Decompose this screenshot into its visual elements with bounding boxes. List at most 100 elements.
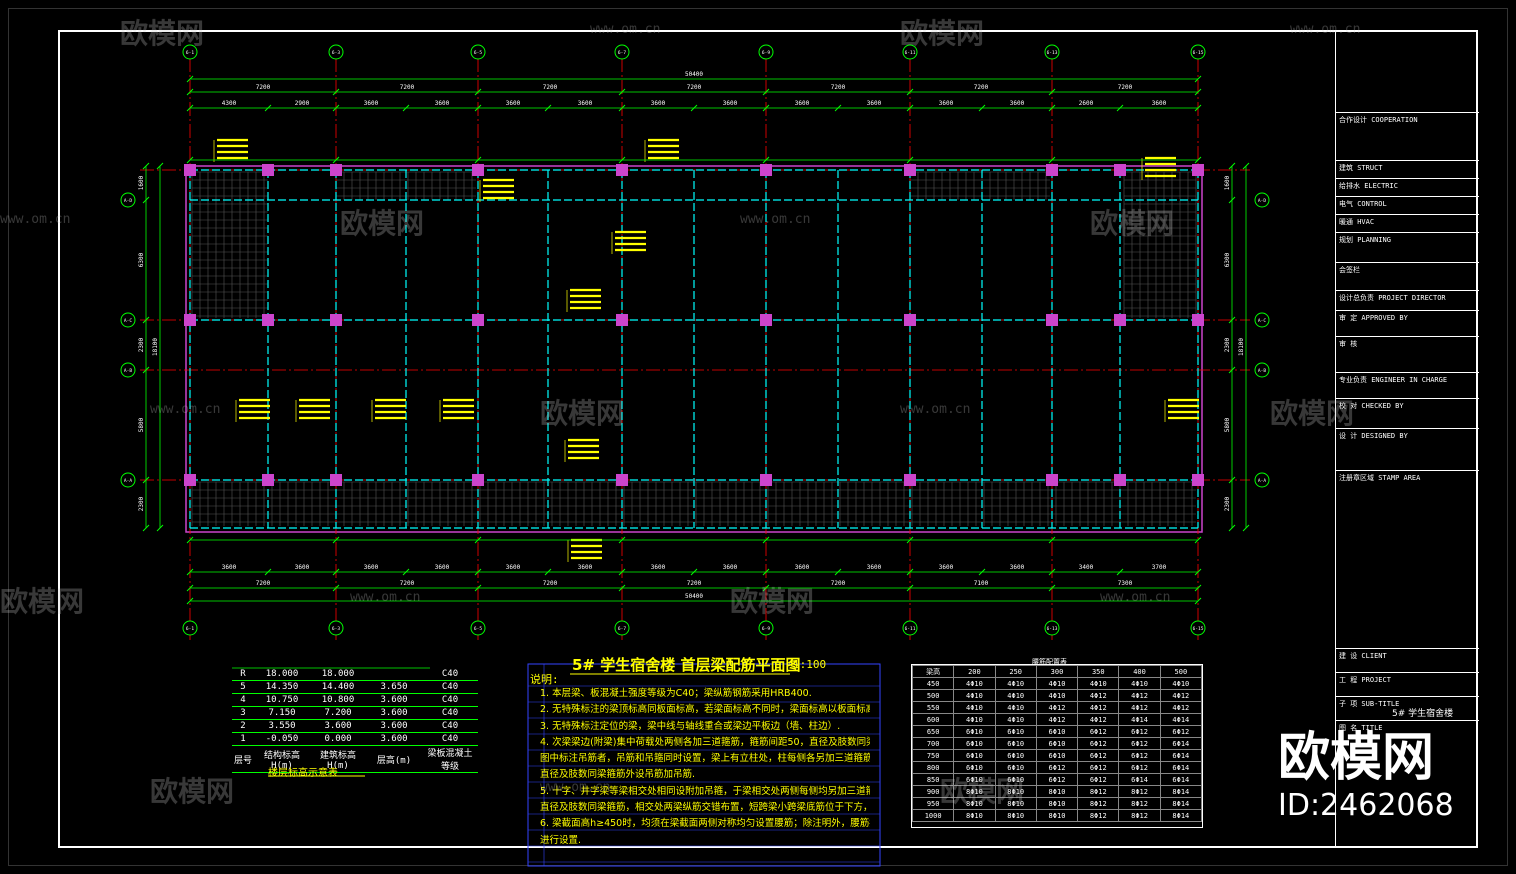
dimension-left-span: 2300 (138, 337, 145, 352)
dimension-tick (186, 536, 194, 544)
level-cell: 0.000 (310, 732, 366, 746)
axis-bubble (1254, 192, 1270, 208)
rebar-cell: 4Φ10 (953, 677, 996, 690)
watermark-url: www.om.cn (740, 212, 811, 227)
rebar-cell: 350 (1077, 665, 1120, 678)
title-block-label: 暖通 HVAC (1339, 218, 1375, 226)
column (330, 474, 342, 486)
level-cell: 18.000 (254, 668, 310, 681)
axis-bubble (758, 620, 774, 636)
rebar-cell: 4Φ12 (1118, 701, 1161, 714)
level-cell: 3.600 (366, 732, 422, 746)
dimension-tick (834, 568, 842, 576)
watermark-url: www.om.cn (150, 402, 221, 417)
dimension-right-total: 18100 (1238, 338, 1245, 356)
axis-bubble (1044, 44, 1060, 60)
note-item: 直径及肢数同梁箍筋，相交处两梁纵筋交错布置，短跨梁小跨梁底筋位于下方，面筋位于上… (540, 802, 870, 814)
level-cell: 10.750 (254, 693, 310, 707)
axis-bubble (182, 44, 198, 60)
rebar-cell: 6Φ12 (1077, 737, 1120, 750)
level-cell: C40 (422, 680, 478, 694)
rebar-cell: 4Φ10 (1035, 677, 1079, 690)
axis-bubble-label: 6-13 (1047, 50, 1058, 56)
dimension-tick (618, 88, 626, 96)
dimension-tick (1228, 366, 1236, 374)
rebar-cell: 4Φ10 (953, 713, 996, 726)
column (184, 474, 196, 486)
rebar-cell: 8Φ10 (953, 809, 996, 822)
axis-bubble (1254, 472, 1270, 488)
axis-bubble (1190, 44, 1206, 60)
title-block-project-name: 5# 学生宿舍楼 (1392, 709, 1454, 719)
dimension-left-span: 5800 (138, 417, 145, 432)
dimension-sub-top: 2900 (295, 100, 310, 107)
rebar-cell: 4Φ10 (1118, 677, 1161, 690)
dimension-tick (906, 156, 914, 164)
dimension-tick (332, 536, 340, 544)
rebar-cell: 6Φ10 (1035, 737, 1079, 750)
dimension-tick (474, 104, 482, 112)
dimension-tick (332, 584, 340, 592)
watermark-url: www.om.cn (590, 22, 661, 37)
note-item: 6. 梁截面高h≥450时，均须在梁截面两侧对称均匀设置腰筋；除注明外，腰筋按"… (540, 818, 870, 830)
dimension-tick (906, 568, 914, 576)
axis-bubble-label: 6-13 (1047, 626, 1058, 632)
axis-bubble-label: 6-9 (762, 50, 770, 56)
column (262, 314, 274, 326)
axis-bubble-label: A-A (1258, 478, 1266, 484)
note-item: 1. 本层梁、板混凝土强度等级为C40；梁纵筋钢筋采用HRB400. (540, 688, 812, 699)
dimension-tick (906, 104, 914, 112)
dimension-right-span: 2300 (1224, 337, 1231, 352)
column (262, 474, 274, 486)
rebar-cell: 8Φ10 (1035, 809, 1079, 822)
column (472, 164, 484, 176)
rebar-cell: 4Φ10 (953, 689, 996, 702)
dimension-bay-bottom: 7200 (543, 580, 558, 587)
watermark-brand: 欧模网 (540, 397, 625, 430)
rebar-cell: 200 (953, 665, 996, 678)
column (1046, 474, 1058, 486)
axis-bubble-label: A-B (1258, 368, 1266, 374)
level-cell: 3.600 (310, 719, 366, 733)
axis-bubble (1254, 362, 1270, 378)
column (904, 474, 916, 486)
title-block-label: 会签栏 (1339, 266, 1360, 274)
dimension-tick (402, 568, 410, 576)
rebar-cell: 梁高 (911, 665, 955, 678)
level-cell: 2 (232, 719, 254, 733)
drawing-title: 5# 学生宿舍楼 首层梁配筋平面图 (572, 656, 801, 674)
dimension-tick (1228, 524, 1236, 532)
slab-outline (185, 165, 1203, 533)
dimension-tick (332, 88, 340, 96)
watermark-brand: 欧模网 (340, 207, 425, 240)
dimension-tick (906, 584, 914, 592)
rebar-cell: 6Φ12 (1035, 761, 1079, 774)
dimension-sub-bottom: 3600 (651, 564, 666, 571)
level-cell: -0.050 (254, 732, 310, 746)
dimension-tick (1116, 104, 1124, 112)
dimension-sub-top: 3600 (795, 100, 810, 107)
column (330, 164, 342, 176)
dimension-tick (618, 568, 626, 576)
title-block-row: 工 程 PROJECT (1336, 672, 1479, 684)
rebar-cell: 8Φ14 (1159, 797, 1203, 810)
dimension-bay-top: 7200 (974, 84, 989, 91)
dimension-tick (142, 162, 150, 170)
dimension-tick (978, 104, 986, 112)
title-block-row: 建筑 STRUCT (1336, 160, 1479, 172)
rebar-table-caption: 腰筋配置表 (1032, 658, 1067, 666)
dimension-tick (332, 156, 340, 164)
rebar-cell: 4Φ12 (1035, 713, 1079, 726)
dimension-tick (474, 88, 482, 96)
title-block-label: 审 定 APPROVED BY (1339, 314, 1408, 322)
dimension-tick (264, 568, 272, 576)
dimension-tick (1194, 156, 1202, 164)
dimension-tick (1228, 196, 1236, 204)
column (1114, 164, 1126, 176)
rebar-cell: 8Φ12 (1077, 797, 1120, 810)
rebar-cell: 6Φ10 (953, 737, 996, 750)
dimension-tick (762, 568, 770, 576)
dimension-tick (474, 584, 482, 592)
